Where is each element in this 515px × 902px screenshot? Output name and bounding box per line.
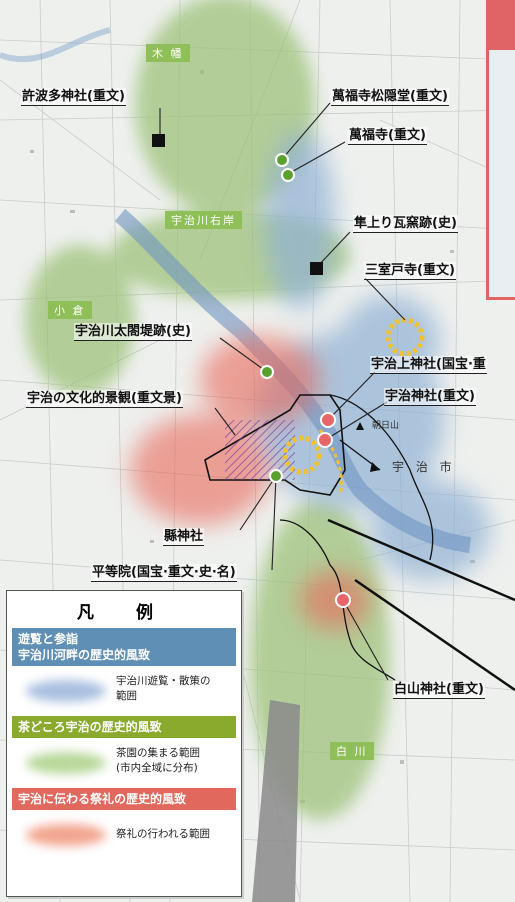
label-uji-jinja: 宇治神社(重文) (384, 388, 476, 406)
photo-header-bar (489, 0, 515, 50)
label-cultural-landscape: 宇治の文化的景観(重文景) (26, 390, 183, 408)
legend-item-text: 茶園の集まる範囲 (市内全域に分布) (116, 746, 200, 776)
legend-section-header-river: 遊覧と参詣 宇治川河畔の歴史的風致 (12, 628, 236, 666)
legend-item-tea: 茶園の集まる範囲 (市内全域に分布) (12, 738, 236, 788)
legend-item-festival: 祭礼の行われる範囲 (12, 810, 236, 860)
legend-section-header-tea: 茶どころ宇治の歴史的風致 (12, 716, 236, 738)
label-kyohata-jinja: 許波多神社(重文) (21, 88, 126, 106)
label-mimurotoji: 三室戸寺(重文) (364, 262, 456, 280)
legend-item-line: 宇治川遊覧・散策の (116, 675, 211, 687)
area-label-kohata: 木 幡 (146, 44, 190, 62)
legend-box: 凡 例 遊覧と参詣 宇治川河畔の歴史的風致 宇治川遊覧・散策の 範囲 茶どころ宇… (6, 590, 242, 897)
area-label-ogura: 小 倉 (48, 301, 92, 319)
legend-header-line: 茶どころ宇治の歴史的風致 (18, 720, 162, 734)
label-hakusan-jinja: 白山神社(重文) (393, 681, 485, 699)
area-label-shirakawa: 白 川 (330, 742, 374, 760)
legend-title: 凡 例 (77, 603, 171, 623)
legend-item-line: 茶園の集まる範囲 (116, 747, 200, 759)
legend-header-line: 宇治川河畔の歴史的風致 (18, 648, 151, 662)
legend-section-header-festival: 宇治に伝わる祭礼の歴史的風致 (12, 788, 236, 810)
legend-header-line: 宇治に伝わる祭礼の歴史的風致 (18, 792, 187, 806)
label-taikou-tsutsumi: 宇治川太閤堤跡(史) (74, 323, 192, 341)
photo-panel (486, 0, 515, 300)
legend-swatch-tea (26, 752, 106, 774)
map-text-asahiyama: 朝日山 (372, 421, 400, 431)
map-text-uji-city: 宇 治 市 (392, 460, 456, 474)
legend-item-text: 祭礼の行われる範囲 (116, 827, 210, 842)
label-manpukuji-shoindo: 萬福寺松隠堂(重文) (331, 88, 449, 106)
legend-item-line: 範囲 (116, 690, 137, 702)
legend-item-text: 宇治川遊覧・散策の 範囲 (116, 674, 211, 704)
label-ujigami-jinja: 宇治上神社(国宝·重 (370, 356, 487, 374)
legend-item-line: (市内全域に分布) (116, 762, 198, 774)
legend-item-river: 宇治川遊覧・散策の 範囲 (12, 666, 236, 716)
area-label-ujigawa-ugan: 宇治川右岸 (165, 211, 242, 229)
legend-swatch-river (26, 680, 106, 702)
legend-swatch-festival (26, 824, 106, 846)
label-agata-jinja: 縣神社 (163, 528, 205, 546)
legend-header-line: 遊覧と参詣 (18, 632, 79, 646)
label-byodoin: 平等院(国宝·重文·史·名) (91, 564, 237, 582)
label-hayaagari: 隼上り瓦窯跡(史) (353, 215, 458, 233)
label-manpukuji: 萬福寺(重文) (348, 127, 427, 145)
legend-item-line: 祭礼の行われる範囲 (116, 828, 210, 840)
